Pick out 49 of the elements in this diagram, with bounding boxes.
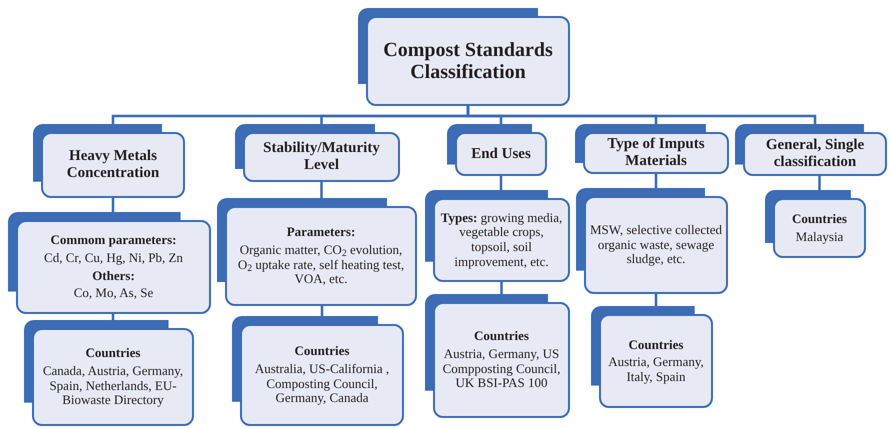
node-card xyxy=(235,124,400,182)
body-text: Malaysia xyxy=(796,230,844,244)
heading-text: Countries xyxy=(792,212,847,226)
heading-text: Countries xyxy=(86,346,140,361)
heading-text: Countries xyxy=(294,344,350,359)
body-text: Cd, Cr, Cu, Hg, Ni, Pb, Zn xyxy=(44,250,183,266)
node-card xyxy=(447,124,547,176)
connector-line xyxy=(500,176,502,190)
connector-line xyxy=(466,106,816,124)
node-card xyxy=(33,124,185,198)
node-card xyxy=(425,294,570,418)
node-card xyxy=(576,188,728,294)
heading-text: Others: xyxy=(92,268,135,284)
connector-line xyxy=(654,174,658,188)
heading-text: Heavy Metals Concentration xyxy=(66,148,160,182)
node-card xyxy=(425,190,570,282)
body-text: Austria, Germany, US Compposting Council, UK BSI-PAS 100 xyxy=(442,346,562,391)
connector-line xyxy=(654,294,658,306)
body-text: Australia, US-California , Composting Council, Germany, Canada xyxy=(254,362,390,406)
body-text: Organic matter, CO$_{2}$ evolution, O$_{2}$ uptake rate, self heating test, VOA, etc. xyxy=(236,242,406,287)
connector-line xyxy=(112,314,114,320)
heading-text: Countries xyxy=(474,329,529,344)
node-card xyxy=(575,124,729,174)
connector-line xyxy=(112,198,114,212)
heading-text: Compost Standards Classification xyxy=(382,38,554,84)
heading-text: Stability/Maturity Level xyxy=(262,140,381,174)
heading-text: Commom parameters: xyxy=(50,233,176,248)
node-card xyxy=(8,212,211,314)
body-text: Canada, Austria, Germany, Spain, Netherlands, EU-Biowaste Directory xyxy=(42,364,184,408)
node-card xyxy=(735,124,887,176)
node-card xyxy=(217,198,417,306)
body-text: Austria, Germany, Italy, Spain xyxy=(607,355,705,384)
body-text: Co, Mo, As, Se xyxy=(74,286,154,301)
node-card xyxy=(358,8,570,106)
body-text: Types: growing media, vegetable crops, topsoil, soil improvement, etc. xyxy=(440,210,564,270)
heading-text: Countries xyxy=(628,338,684,352)
node-card xyxy=(24,320,194,426)
connector-line xyxy=(320,306,324,316)
connector-line xyxy=(320,182,323,198)
connector-line xyxy=(818,176,821,190)
heading-text: General, Single classification xyxy=(764,137,866,171)
heading-text: Parameters: xyxy=(286,225,356,240)
heading-text: Type of Imputs Materials xyxy=(606,136,706,170)
connector-line xyxy=(500,282,503,294)
node-card xyxy=(232,316,404,426)
heading-text: End Uses xyxy=(471,146,531,162)
node-card xyxy=(765,190,866,258)
body-text: MSW, selective collected organic waste, sewage sludge, etc. xyxy=(590,223,722,267)
node-card xyxy=(591,306,713,408)
